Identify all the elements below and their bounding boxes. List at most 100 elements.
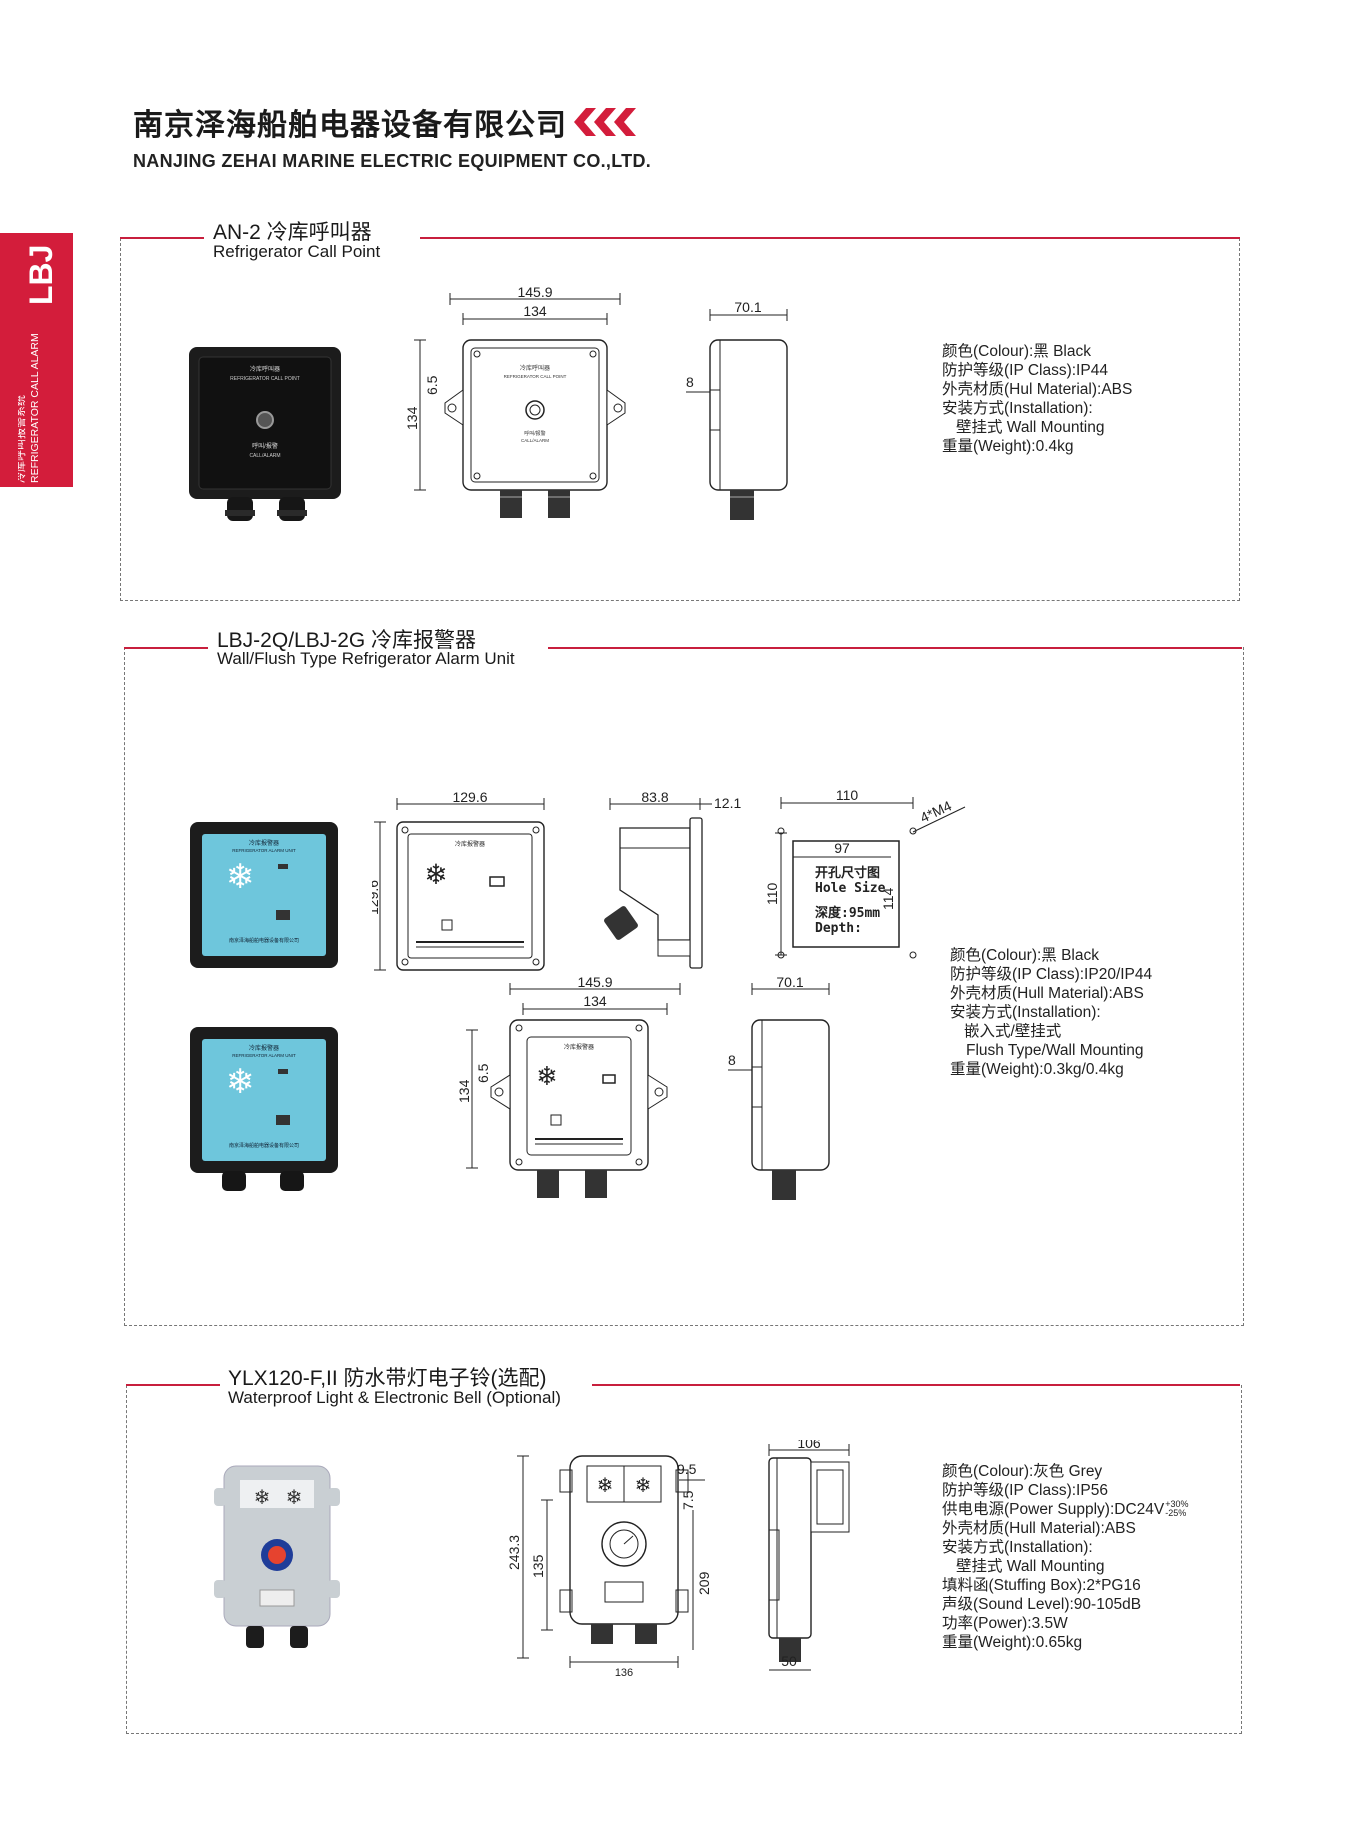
side-tab: LBJ REFRIGERATOR CALL ALARM 冷库呼叫报警系统 bbox=[0, 233, 73, 487]
spec-line: 安装方式(Installation): bbox=[950, 1004, 1101, 1021]
svg-text:❄: ❄ bbox=[536, 1061, 558, 1091]
svg-text:❄: ❄ bbox=[254, 1487, 271, 1509]
svg-text:114: 114 bbox=[880, 887, 896, 910]
spec-line: Flush Type/Wall Mounting bbox=[966, 1042, 1144, 1059]
spec-line: 功率(Power):3.5W bbox=[942, 1615, 1068, 1632]
svg-text:冷库报警器: 冷库报警器 bbox=[249, 1044, 279, 1052]
spec-power-text: 供电电源(Power Supply):DC24V bbox=[942, 1501, 1165, 1518]
section-alarm-unit bbox=[124, 647, 1244, 1326]
svg-text:135: 135 bbox=[530, 1554, 546, 1578]
section-title-en: Wall/Flush Type Refrigerator Alarm Unit bbox=[217, 649, 515, 668]
spec-line: 嵌入式/壁挂式 bbox=[964, 1023, 1062, 1040]
bell-photo: ❄ ❄ bbox=[214, 1465, 340, 1648]
call-point-photo: 冷库呼叫器 REFRIGERATOR CALL POINT 呼叫/报警 CALL… bbox=[189, 347, 341, 521]
svg-text:REFRIGERATOR ALARM UNIT: REFRIGERATOR ALARM UNIT bbox=[232, 848, 296, 853]
svg-text:REFRIGERATOR CALL POINT: REFRIGERATOR CALL POINT bbox=[230, 376, 300, 382]
svg-text:6.5: 6.5 bbox=[424, 375, 440, 395]
side-tab-label: REFRIGERATOR CALL ALARM 冷库呼叫报警系统 bbox=[18, 333, 41, 483]
svg-text:❄: ❄ bbox=[226, 1063, 255, 1101]
specs-electronic-bell: 颜色(Colour):灰色 Grey 防护等级(IP Class):IP56 供… bbox=[942, 1462, 1189, 1652]
section-rule bbox=[124, 647, 208, 649]
svg-text:134: 134 bbox=[583, 993, 607, 1009]
svg-text:7.5: 7.5 bbox=[680, 1490, 696, 1510]
alarm-unit-flush-photo: 冷库报警器 REFRIGERATOR ALARM UNIT ❄ 南京泽海船舶电器… bbox=[190, 822, 338, 968]
svg-text:❄: ❄ bbox=[286, 1487, 303, 1509]
svg-text:209: 209 bbox=[696, 1571, 712, 1595]
svg-text:REFRIGERATOR ALARM UNIT: REFRIGERATOR ALARM UNIT bbox=[232, 1053, 296, 1058]
svg-text:8: 8 bbox=[686, 374, 694, 390]
spec-line-power: 供电电源(Power Supply):DC24V+30%-25% bbox=[942, 1500, 1189, 1519]
spec-line: 防护等级(IP Class):IP44 bbox=[942, 362, 1108, 379]
spec-line: 安装方式(Installation): bbox=[942, 1539, 1093, 1556]
spec-line: 颜色(Colour):灰色 Grey bbox=[942, 1463, 1103, 1480]
spec-line: 重量(Weight):0.65kg bbox=[942, 1634, 1083, 1651]
spec-line: 颜色(Colour):黑 Black bbox=[942, 343, 1091, 360]
section-title-cn: AN-2 冷库呼叫器 bbox=[213, 221, 372, 244]
svg-text:❄: ❄ bbox=[424, 859, 447, 890]
svg-text:110: 110 bbox=[764, 882, 780, 905]
svg-text:❄: ❄ bbox=[597, 1475, 614, 1497]
section-rule bbox=[592, 1384, 1240, 1386]
svg-text:9.5: 9.5 bbox=[677, 1461, 697, 1477]
svg-text:70.1: 70.1 bbox=[776, 975, 803, 990]
spec-line: 重量(Weight):0.4kg bbox=[942, 438, 1074, 455]
svg-text:70.1: 70.1 bbox=[734, 299, 761, 315]
svg-text:南京泽海船舶电器设备有限公司: 南京泽海船舶电器设备有限公司 bbox=[229, 1142, 299, 1149]
spec-line: 外壳材质(Hull Material):ABS bbox=[942, 1520, 1136, 1537]
section-title-en: Waterproof Light & Electronic Bell (Opti… bbox=[228, 1388, 561, 1407]
svg-text:REFRIGERATOR CALL POINT: REFRIGERATOR CALL POINT bbox=[504, 374, 567, 379]
section-rule bbox=[420, 237, 1240, 239]
alarm-wall-side-drawing: 70.1 8 bbox=[728, 975, 830, 1200]
svg-text:CALL/ALARM: CALL/ALARM bbox=[249, 453, 280, 459]
side-tab-code: LBJ bbox=[23, 245, 59, 305]
alarm-wall-front-drawing: 145.9 134 134 6.5 冷库报警器 ❄ bbox=[456, 975, 681, 1198]
svg-text:南京泽海船舶电器设备有限公司: 南京泽海船舶电器设备有限公司 bbox=[229, 937, 299, 944]
spec-line: 防护等级(IP Class):IP20/IP44 bbox=[950, 966, 1153, 983]
svg-text:冷库呼叫器: 冷库呼叫器 bbox=[250, 365, 280, 373]
svg-text:CALL/ALARM: CALL/ALARM bbox=[521, 438, 549, 443]
alarm-cutout-drawing: 110 4*M4 110 97 114 开孔尺寸图 Hole Size 深度:9… bbox=[764, 787, 966, 959]
svg-text:REFRIGERATOR CALL ALARM: REFRIGERATOR CALL ALARM bbox=[29, 333, 41, 483]
svg-text:134: 134 bbox=[523, 303, 547, 319]
bell-front-drawing: 243.3 135 ❄ ❄ 136 9.5 7.5 209 bbox=[506, 1455, 712, 1679]
power-tolerance-down: -25% bbox=[1165, 1508, 1187, 1518]
section-call-point bbox=[120, 238, 1240, 601]
section-title-cn: YLX120-F,II 防水带灯电子铃(选配) bbox=[228, 1367, 547, 1390]
call-point-side-drawing: 70.1 8 bbox=[686, 299, 788, 520]
svg-text:6.5: 6.5 bbox=[475, 1063, 491, 1083]
spec-line: 外壳材质(Hul Material):ABS bbox=[942, 381, 1133, 398]
svg-text:110: 110 bbox=[836, 787, 859, 803]
svg-text:97: 97 bbox=[834, 840, 850, 856]
spec-line: 壁挂式 Wall Mounting bbox=[956, 1558, 1105, 1575]
bell-side-drawing: 106 50 bbox=[768, 1440, 850, 1671]
spec-line: 声级(Sound Level):90-105dB bbox=[942, 1596, 1142, 1613]
svg-text:83.8: 83.8 bbox=[641, 790, 668, 805]
svg-text:145.9: 145.9 bbox=[577, 975, 612, 990]
spec-line: 安装方式(Installation): bbox=[942, 400, 1093, 417]
svg-text:243.3: 243.3 bbox=[506, 1535, 522, 1570]
svg-text:Depth:: Depth: bbox=[815, 921, 862, 936]
svg-text:106: 106 bbox=[797, 1440, 821, 1451]
svg-text:冷库报警器: 冷库报警器 bbox=[249, 839, 279, 847]
section-rule bbox=[548, 647, 1242, 649]
section-rule bbox=[120, 237, 204, 239]
spec-line: 重量(Weight):0.3kg/0.4kg bbox=[950, 1061, 1124, 1078]
svg-text:冷库报警器: 冷库报警器 bbox=[455, 840, 485, 848]
spec-line: 填料函(Stuffing Box):2*PG16 bbox=[942, 1577, 1141, 1594]
svg-text:LBJ: LBJ bbox=[23, 245, 59, 305]
svg-text:❄: ❄ bbox=[226, 858, 255, 896]
svg-text:冷库呼叫报警系统: 冷库呼叫报警系统 bbox=[18, 395, 27, 483]
svg-text:Hole Size: Hole Size bbox=[815, 881, 886, 896]
section-rule bbox=[126, 1384, 220, 1386]
svg-text:136: 136 bbox=[615, 1667, 633, 1679]
svg-text:冷库报警器: 冷库报警器 bbox=[564, 1043, 594, 1051]
spec-line: 防护等级(IP Class):IP56 bbox=[942, 1482, 1108, 1499]
svg-text:深度:95mm: 深度:95mm bbox=[815, 905, 880, 921]
section-title-cn: LBJ-2Q/LBJ-2G 冷库报警器 bbox=[217, 629, 477, 652]
svg-text:8: 8 bbox=[728, 1052, 736, 1068]
svg-text:129.6: 129.6 bbox=[372, 880, 381, 915]
chevron-left-icon bbox=[574, 108, 636, 136]
section-title-en: Refrigerator Call Point bbox=[213, 242, 381, 261]
spec-line: 壁挂式 Wall Mounting bbox=[956, 419, 1105, 436]
svg-text:50: 50 bbox=[781, 1653, 797, 1669]
